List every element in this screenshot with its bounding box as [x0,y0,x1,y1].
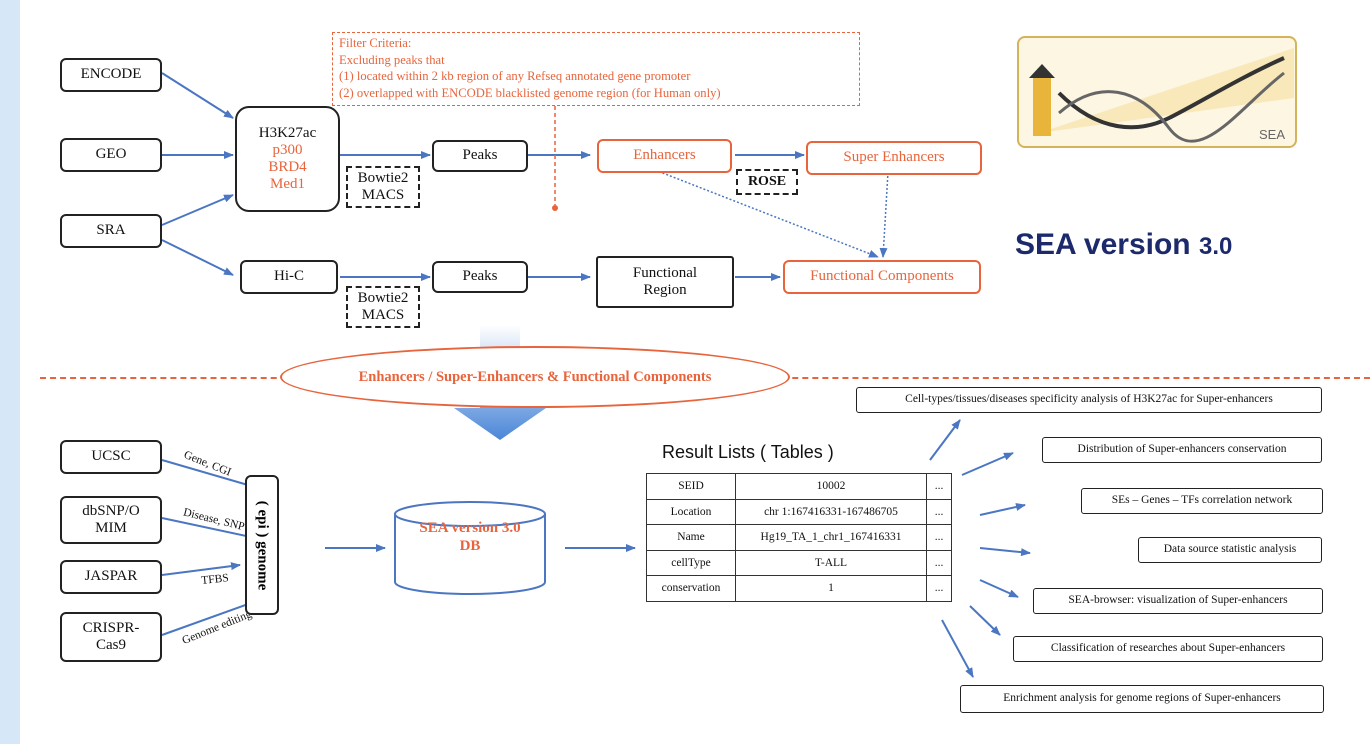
crispr-line1: CRISPR- [82,619,140,636]
crispr-line2: Cas9 [95,637,126,653]
enhancers-label: Enhancers [633,147,696,164]
table-more-cell: ... [926,575,952,602]
sea-logo: SEA [1017,36,1297,148]
analysis-data-source: Data source statistic analysis [1138,537,1322,563]
table-field-value: 10002 [735,473,927,500]
filter-line-2: Excluding peaks that [339,52,445,67]
db-line1: SEA version 3.0 [419,520,521,536]
hic-label: Hi-C [274,268,304,285]
macs-top-label: MACS [361,187,405,203]
source-crispr: CRISPR-Cas9 [60,612,162,662]
ellipse-label: Enhancers / Super-Enhancers & Functional… [358,368,712,385]
table-more-cell: ... [926,473,952,500]
source-sra: SRA [60,214,162,248]
functional-components-label: Functional Components [810,268,954,285]
mark-p300: p300 [272,141,303,158]
analysis-label-1: Cell-types/tissues/diseases specificity … [905,393,1273,406]
mark-h3k27ac: H3K27ac [258,124,317,141]
sea-db-label: SEA version 3.0 DB [395,519,545,555]
table-more-cell: ... [926,498,952,525]
macs-bottom-label: MACS [361,307,405,323]
bowtie-top-label: Bowtie2 [357,169,409,186]
source-geo-label: GEO [95,146,127,163]
source-sra-label: SRA [96,222,126,239]
filter-line-3: (1) located within 2 kb region of any Re… [339,69,691,83]
super-enhancers-box: Super Enhancers [806,141,982,175]
analysis-label-2: Distribution of Super-enhancers conserva… [1077,443,1287,456]
mark-med1: Med1 [269,176,305,193]
peaks-bottom-label: Peaks [462,268,498,285]
epigenome-label: ( epi ) genome [254,500,271,590]
analysis-enrichment: Enrichment analysis for genome regions o… [960,685,1324,713]
rose-box: ROSE [736,169,798,195]
filter-line-4: (2) overlapped with ENCODE blacklisted g… [339,85,721,100]
table-field-value: chr 1:167416331-167486705 [735,498,927,525]
filter-line-1: Filter Criteria: [339,36,412,50]
table-field-name: Location [646,498,736,525]
lighthouse-dna-icon [1029,48,1294,143]
source-encode-label: ENCODE [80,66,142,83]
analysis-label-6: Classification of researches about Super… [1050,642,1286,655]
analysis-cell-type-specificity: Cell-types/tissues/diseases specificity … [856,387,1322,413]
dbsnp-line2: MIM [95,520,127,536]
bowtie-bottom-label: Bowtie2 [357,289,409,306]
enhancers-box: Enhancers [597,139,732,173]
hic-box: Hi-C [240,260,338,294]
source-geo: GEO [60,138,162,172]
analysis-label-7: Enrichment analysis for genome regions o… [1003,692,1281,705]
analysis-label-5: SEA-browser: visualization of Super-enha… [1068,594,1288,607]
enhancers-ellipse: Enhancers / Super-Enhancers & Functional… [280,346,790,408]
table-field-name: SEID [646,473,736,500]
source-jaspar: JASPAR [60,560,162,594]
mark-brd4: BRD4 [268,159,307,175]
table-field-name: Name [646,524,736,551]
analysis-classification: Classification of researches about Super… [1013,636,1323,662]
super-enhancers-label: Super Enhancers [843,149,945,166]
source-ucsc-label: UCSC [91,448,131,465]
source-encode: ENCODE [60,58,162,92]
peaks-top: Peaks [432,140,528,172]
table-field-value: T-ALL [735,549,927,576]
epigenome-box: ( epi ) genome [245,475,279,615]
logo-text: SEA [1258,127,1285,142]
source-ucsc: UCSC [60,440,162,474]
version-number: 3.0 [1198,233,1233,260]
histone-marks-box: H3K27ac p300 BRD4 Med1 [235,106,340,212]
peaks-bottom: Peaks [432,261,528,293]
source-jaspar-label: JASPAR [84,568,138,585]
result-lists-title: Result Lists ( Tables ) [662,442,834,462]
analysis-label-4: Data source statistic analysis [1163,543,1297,556]
analysis-conservation: Distribution of Super-enhancers conserva… [1042,437,1322,463]
peaks-top-label: Peaks [462,147,498,164]
functional-components-box: Functional Components [783,260,981,294]
analysis-label-3: SEs – Genes – TFs correlation network [1111,494,1293,507]
analysis-sea-browser: SEA-browser: visualization of Super-enha… [1033,588,1323,614]
table-more-cell: ... [926,549,952,576]
rose-label: ROSE [747,173,787,189]
analysis-correlation-network: SEs – Genes – TFs correlation network [1081,488,1323,514]
functional-region-line2: Region [643,282,687,298]
table-field-value: Hg19_TA_1_chr1_167416331 [735,524,927,551]
table-more-cell: ... [926,524,952,551]
version-title: SEA version 3.0 [1015,228,1232,262]
table-field-name: cellType [646,549,736,576]
table-field-value: 1 [735,575,927,602]
dbsnp-line1: dbSNP/O [82,502,140,519]
functional-region-line1: Functional [632,264,698,281]
version-title-main: SEA version [1015,228,1191,261]
table-field-name: conservation [646,575,736,602]
db-line2: DB [459,538,481,554]
filter-criteria-box: Filter Criteria: Excluding peaks that (1… [332,32,860,106]
